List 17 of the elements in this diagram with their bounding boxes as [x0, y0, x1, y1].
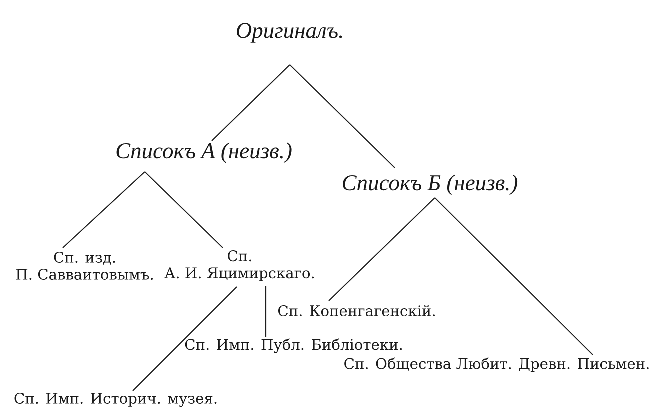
- tree-line: [212, 64, 290, 142]
- manuscript-label: Сп. Имп. Историч. музея.: [14, 392, 217, 408]
- manuscript-label: Сп. Общества Любит. Древн. Письмен.: [344, 358, 649, 372]
- manuscript-label: Сп. изд. П. Савваитовымъ.: [16, 252, 153, 280]
- tree-line: [328, 198, 436, 302]
- tree-line: [62, 172, 146, 248]
- tree-line: [434, 198, 594, 356]
- tree-line: [290, 64, 396, 168]
- manuscript-label: Списокъ Б (неизв.): [343, 174, 518, 196]
- tree-line: [265, 286, 267, 337]
- manuscript-label: Сп. Копенгагенскій.: [278, 305, 435, 317]
- manuscript-label: Списокъ А (неизв.): [116, 142, 292, 164]
- manuscript-label: Оригиналъ.: [236, 23, 342, 43]
- manuscript-label: Сп. Имп. Публ. Библіотеки.: [185, 338, 402, 354]
- tree-line: [132, 286, 238, 392]
- tree-line: [144, 172, 224, 248]
- manuscript-label: Сп. А. И. Яцимирскаго.: [164, 250, 314, 282]
